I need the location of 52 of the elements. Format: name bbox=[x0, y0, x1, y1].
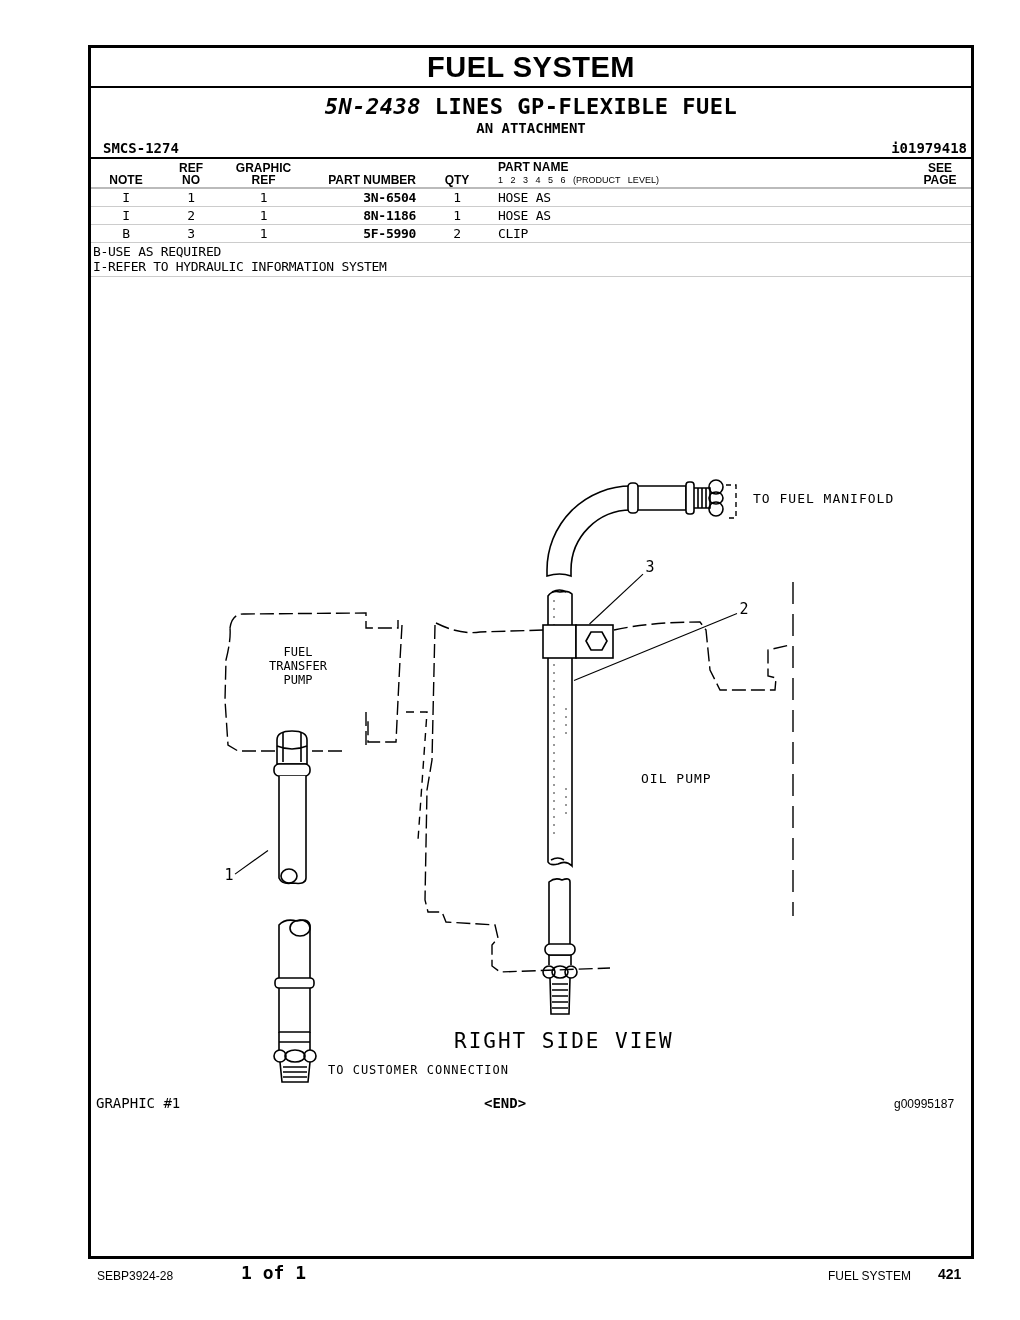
table-cell-text: 2 bbox=[187, 207, 195, 224]
page-count: 1 of 1 bbox=[241, 1263, 307, 1283]
table-cell-text: 3 bbox=[187, 225, 195, 242]
part-label: TO CUSTOMER CONNECTION bbox=[328, 1063, 509, 1078]
table-cell-text: I bbox=[122, 189, 130, 206]
part-label: TO FUEL MANIFOLD bbox=[753, 491, 895, 507]
table-cell-text: 1 bbox=[259, 189, 268, 206]
table-cell-text: CLIP bbox=[498, 225, 529, 242]
note-text: B-USE AS REQUIRED bbox=[93, 244, 222, 259]
note-text: I-REFER TO HYDRAULIC INFORMATION SYSTEM bbox=[93, 259, 388, 274]
leader-line bbox=[588, 573, 644, 625]
table-cell-text: 1 bbox=[453, 189, 461, 206]
table-cell-text: 1 bbox=[453, 207, 461, 224]
part-label: OIL PUMP bbox=[641, 771, 712, 787]
table-cell-text: 8N-1186 bbox=[363, 207, 416, 224]
callout-number: 1 bbox=[223, 866, 235, 884]
table-cell-text: I bbox=[122, 207, 130, 224]
section-name: FUEL SYSTEM bbox=[828, 1269, 911, 1284]
graphic-number: GRAPHIC #1 bbox=[96, 1095, 181, 1112]
table-cell-text: 2 bbox=[453, 225, 461, 242]
table-cell-text: 3N-6504 bbox=[363, 189, 416, 206]
leader-line bbox=[573, 612, 738, 681]
graphic-id: g00995187 bbox=[894, 1097, 955, 1112]
table-cell-text: HOSE AS bbox=[498, 207, 551, 224]
table-cell-text: 5F-5990 bbox=[363, 225, 416, 242]
callout-number: 3 bbox=[643, 558, 657, 576]
clip-drawing bbox=[542, 624, 614, 659]
document-number: SEBP3924-28 bbox=[97, 1269, 174, 1284]
end-marker: <END> bbox=[484, 1095, 527, 1112]
part-label: FUEL TRANSFER PUMP bbox=[268, 645, 328, 687]
table-cell-text: 1 bbox=[187, 189, 195, 206]
product-level-header: 1 2 3 4 5 6 (PRODUCT LEVEL) bbox=[498, 175, 660, 186]
column-header: REF NO bbox=[178, 162, 204, 186]
column-header: GRAPHIC REF bbox=[234, 162, 293, 186]
column-header: NOTE bbox=[109, 174, 143, 186]
page-title: FUEL SYSTEM bbox=[91, 48, 971, 88]
column-header: QTY bbox=[444, 174, 470, 186]
table-cell-text: HOSE AS bbox=[498, 189, 551, 206]
column-header: PART NUMBER bbox=[328, 174, 416, 186]
view-title: RIGHT SIDE VIEW bbox=[454, 1029, 674, 1053]
callout-number: 2 bbox=[737, 600, 751, 618]
table-cell-text: 1 bbox=[259, 225, 268, 242]
column-header: PART NAME bbox=[498, 161, 569, 173]
smcs-code: SMCS-1274 bbox=[103, 139, 179, 157]
page-number: 421 bbox=[938, 1266, 962, 1283]
document-id: i01979418 bbox=[891, 139, 967, 157]
table-cell-text: 1 bbox=[259, 207, 268, 224]
column-header: SEE PAGE bbox=[922, 162, 958, 186]
group-subtitle: AN ATTACHMENT bbox=[475, 120, 587, 136]
table-cell-text: B bbox=[122, 225, 130, 242]
group-title: 5N-2438 LINES GP-FLEXIBLE FUEL bbox=[323, 94, 739, 120]
leader-line bbox=[234, 849, 269, 875]
